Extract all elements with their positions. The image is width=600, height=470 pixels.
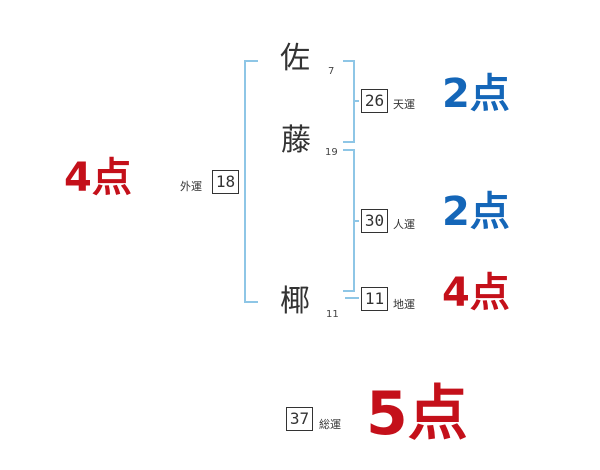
jinkaku-score: 2点 [442,189,510,235]
outer-bracket [244,60,258,303]
tenkaku-label: 天運 [393,98,415,111]
soukaku-value: 37 [286,407,313,431]
tenkaku-value: 26 [361,89,388,113]
jinkaku-value: 30 [361,209,388,233]
gaikaku-label: 外運 [180,180,202,193]
name-char-1: 佐 [280,41,310,76]
stroke-count-3: 11 [326,309,339,320]
chikaku-label: 地運 [393,298,415,311]
soukaku-label: 総運 [319,418,341,431]
stroke-count-2: 19 [325,147,338,158]
jinkaku-connector [353,220,359,222]
gaikaku-score: 4点 [64,155,132,201]
gaikaku-value: 18 [212,170,239,194]
stroke-count-1: 7 [328,66,335,77]
chikaku-connector [345,297,359,299]
chikaku-value: 11 [361,287,388,311]
tenkaku-connector [353,100,359,102]
tenkaku-score: 2点 [442,71,510,117]
name-char-3: 椰 [280,284,310,319]
chikaku-score: 4点 [442,270,510,316]
name-char-2: 藤 [281,123,311,158]
soukaku-score: 5点 [366,379,468,449]
jinkaku-label: 人運 [393,218,415,231]
